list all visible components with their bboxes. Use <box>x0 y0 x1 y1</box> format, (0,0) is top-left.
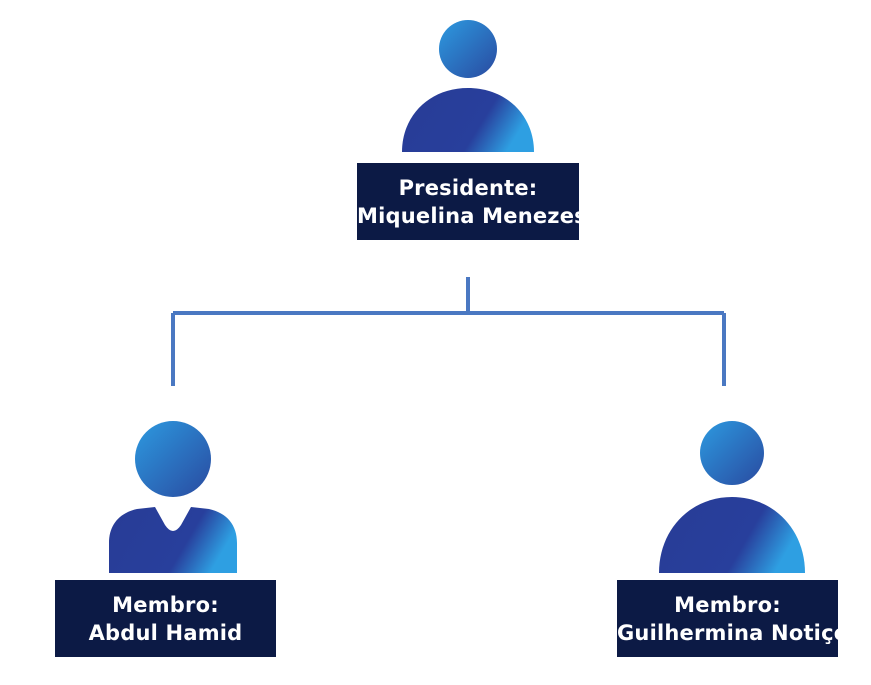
member-left-role: Membro: <box>112 592 219 617</box>
member-right-name: Guilhermina Notiço <box>617 620 838 645</box>
president-name: Miquelina Menezes <box>357 203 579 228</box>
member-left-name: Abdul Hamid <box>88 620 243 645</box>
member-right-role: Membro: <box>674 592 781 617</box>
president-label: Presidente: Miquelina Menezes <box>357 163 579 240</box>
president-role: Presidente: <box>398 175 538 200</box>
connector-line <box>171 277 726 386</box>
person-icon <box>402 20 534 152</box>
member-left-label: Membro: Abdul Hamid <box>55 580 276 657</box>
person-icon <box>659 421 805 573</box>
person-collar-icon <box>109 421 237 573</box>
member-right-label: Membro: Guilhermina Notiço <box>617 580 838 657</box>
